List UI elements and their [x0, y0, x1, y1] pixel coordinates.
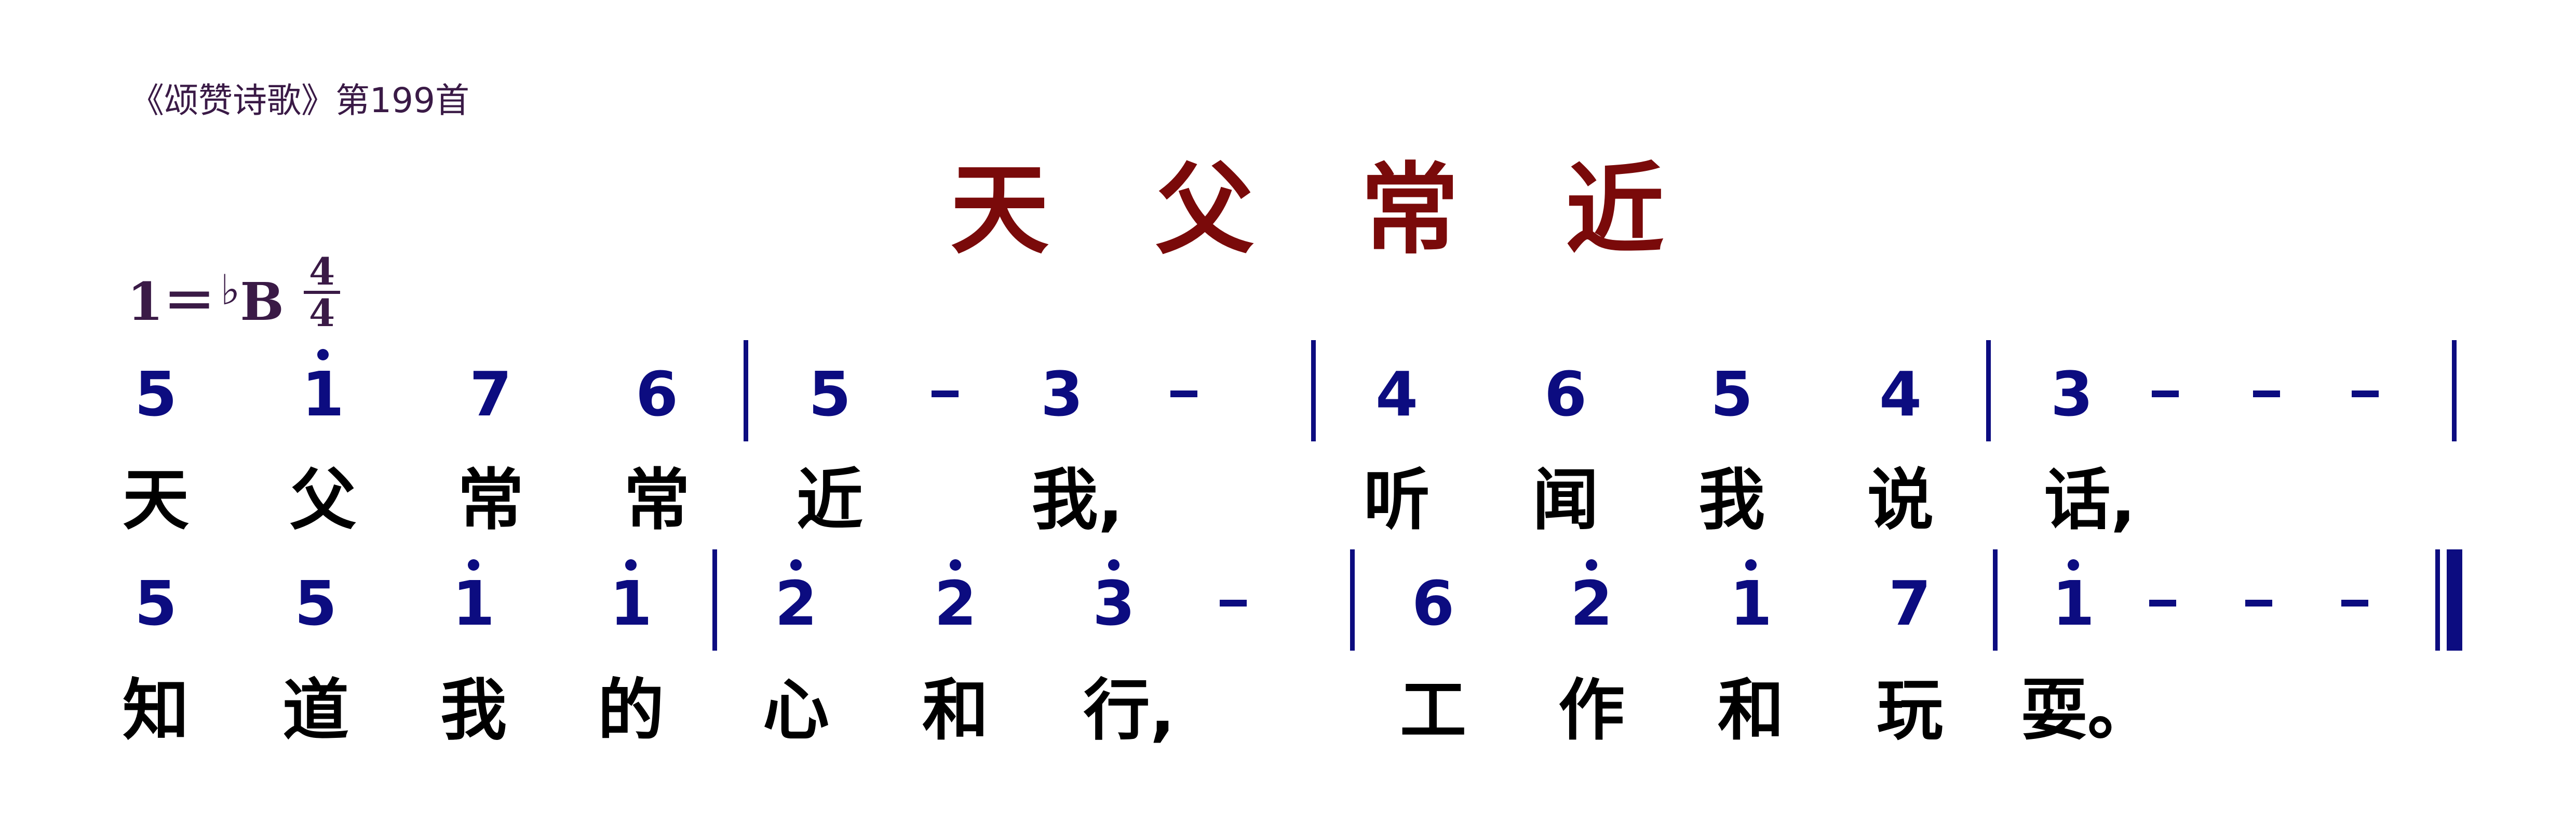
time-signature-bottom: 4 — [308, 291, 335, 335]
note: 2 — [774, 568, 818, 639]
high-octave-dot — [625, 559, 637, 571]
note: 1 — [2052, 568, 2095, 639]
lyric-char: 常 — [457, 462, 524, 539]
lyric-char: 我 — [1698, 462, 1765, 539]
barline — [1350, 549, 1355, 651]
dash — [1170, 390, 1197, 397]
high-octave-dot — [2068, 559, 2079, 571]
high-octave-dot — [468, 559, 479, 571]
lyric-char: 行, — [1083, 672, 1176, 749]
barline — [2452, 340, 2457, 441]
hymn-source: 《颂赞诗歌》第199首 — [130, 80, 469, 120]
high-octave-dot — [317, 349, 329, 360]
barline — [1311, 340, 1316, 441]
lyric-char: 父 — [289, 462, 357, 539]
lyric-char: 的 — [597, 672, 665, 749]
dash — [2341, 600, 2368, 607]
note: 6 — [635, 358, 679, 430]
high-octave-dot — [1745, 559, 1757, 571]
key-prefix: 1＝ — [127, 271, 215, 332]
note: 3 — [2050, 358, 2094, 430]
dash — [2253, 390, 2280, 397]
lyric-char: 说 — [1867, 462, 1934, 539]
note: 3 — [1040, 358, 1084, 430]
lyric-char: 耍。 — [2020, 672, 2154, 749]
song-title: 天父常近 — [950, 152, 1771, 267]
lyric-char: 和 — [922, 672, 989, 749]
lyric-char: 听 — [1363, 462, 1431, 539]
note: 4 — [1879, 358, 1922, 430]
dash — [1220, 600, 1247, 607]
note: 7 — [469, 358, 512, 430]
note: 5 — [294, 568, 338, 639]
note: 6 — [1544, 358, 1587, 430]
note: 1 — [301, 358, 345, 430]
time-signature-line — [304, 291, 340, 294]
barline — [1993, 549, 1998, 651]
lyric-char: 我 — [440, 672, 507, 749]
note: 7 — [1888, 568, 1932, 639]
high-octave-dot — [790, 559, 802, 571]
high-octave-dot — [1108, 559, 1120, 571]
dash — [2152, 390, 2179, 397]
note: 5 — [134, 568, 178, 639]
high-octave-dot — [950, 559, 961, 571]
key-signature: 1＝♭B — [127, 260, 284, 335]
lyric-char: 话, — [2044, 462, 2136, 539]
dash — [2352, 390, 2379, 397]
note: 2 — [934, 568, 977, 639]
barline — [2435, 549, 2440, 651]
lyric-char: 心 — [762, 672, 830, 749]
note: 3 — [1092, 568, 1136, 639]
flat-icon: ♭ — [220, 265, 240, 314]
note: 2 — [1570, 568, 1613, 639]
high-octave-dot — [1586, 559, 1597, 571]
barline — [744, 340, 748, 441]
dash — [932, 390, 959, 397]
barline — [1986, 340, 1991, 441]
lyric-char: 工 — [1399, 672, 1467, 749]
time-signature: 4 4 — [304, 249, 340, 335]
lyric-char: 玩 — [1876, 672, 1944, 749]
note: 5 — [134, 358, 178, 430]
lyric-char: 闻 — [1532, 462, 1599, 539]
lyric-char: 知 — [122, 672, 190, 749]
note: 1 — [452, 568, 495, 639]
note: 1 — [609, 568, 653, 639]
lyric-char: 天 — [122, 462, 190, 539]
note: 1 — [1729, 568, 1773, 639]
lyric-char: 道 — [282, 672, 349, 749]
key-note: B — [240, 271, 284, 332]
final-barline — [2447, 549, 2462, 651]
barline — [712, 549, 717, 651]
lyric-char: 常 — [623, 462, 691, 539]
time-signature-top: 4 — [308, 249, 335, 293]
note: 5 — [808, 358, 852, 430]
lyric-char: 作 — [1558, 672, 1625, 749]
lyric-char: 和 — [1717, 672, 1785, 749]
note: 6 — [1411, 568, 1455, 639]
lyric-char: 近 — [796, 462, 864, 539]
dash — [2149, 600, 2176, 607]
note: 4 — [1375, 358, 1419, 430]
lyric-char: 我, — [1031, 462, 1124, 539]
dash — [2245, 600, 2272, 607]
note: 5 — [1710, 358, 1754, 430]
